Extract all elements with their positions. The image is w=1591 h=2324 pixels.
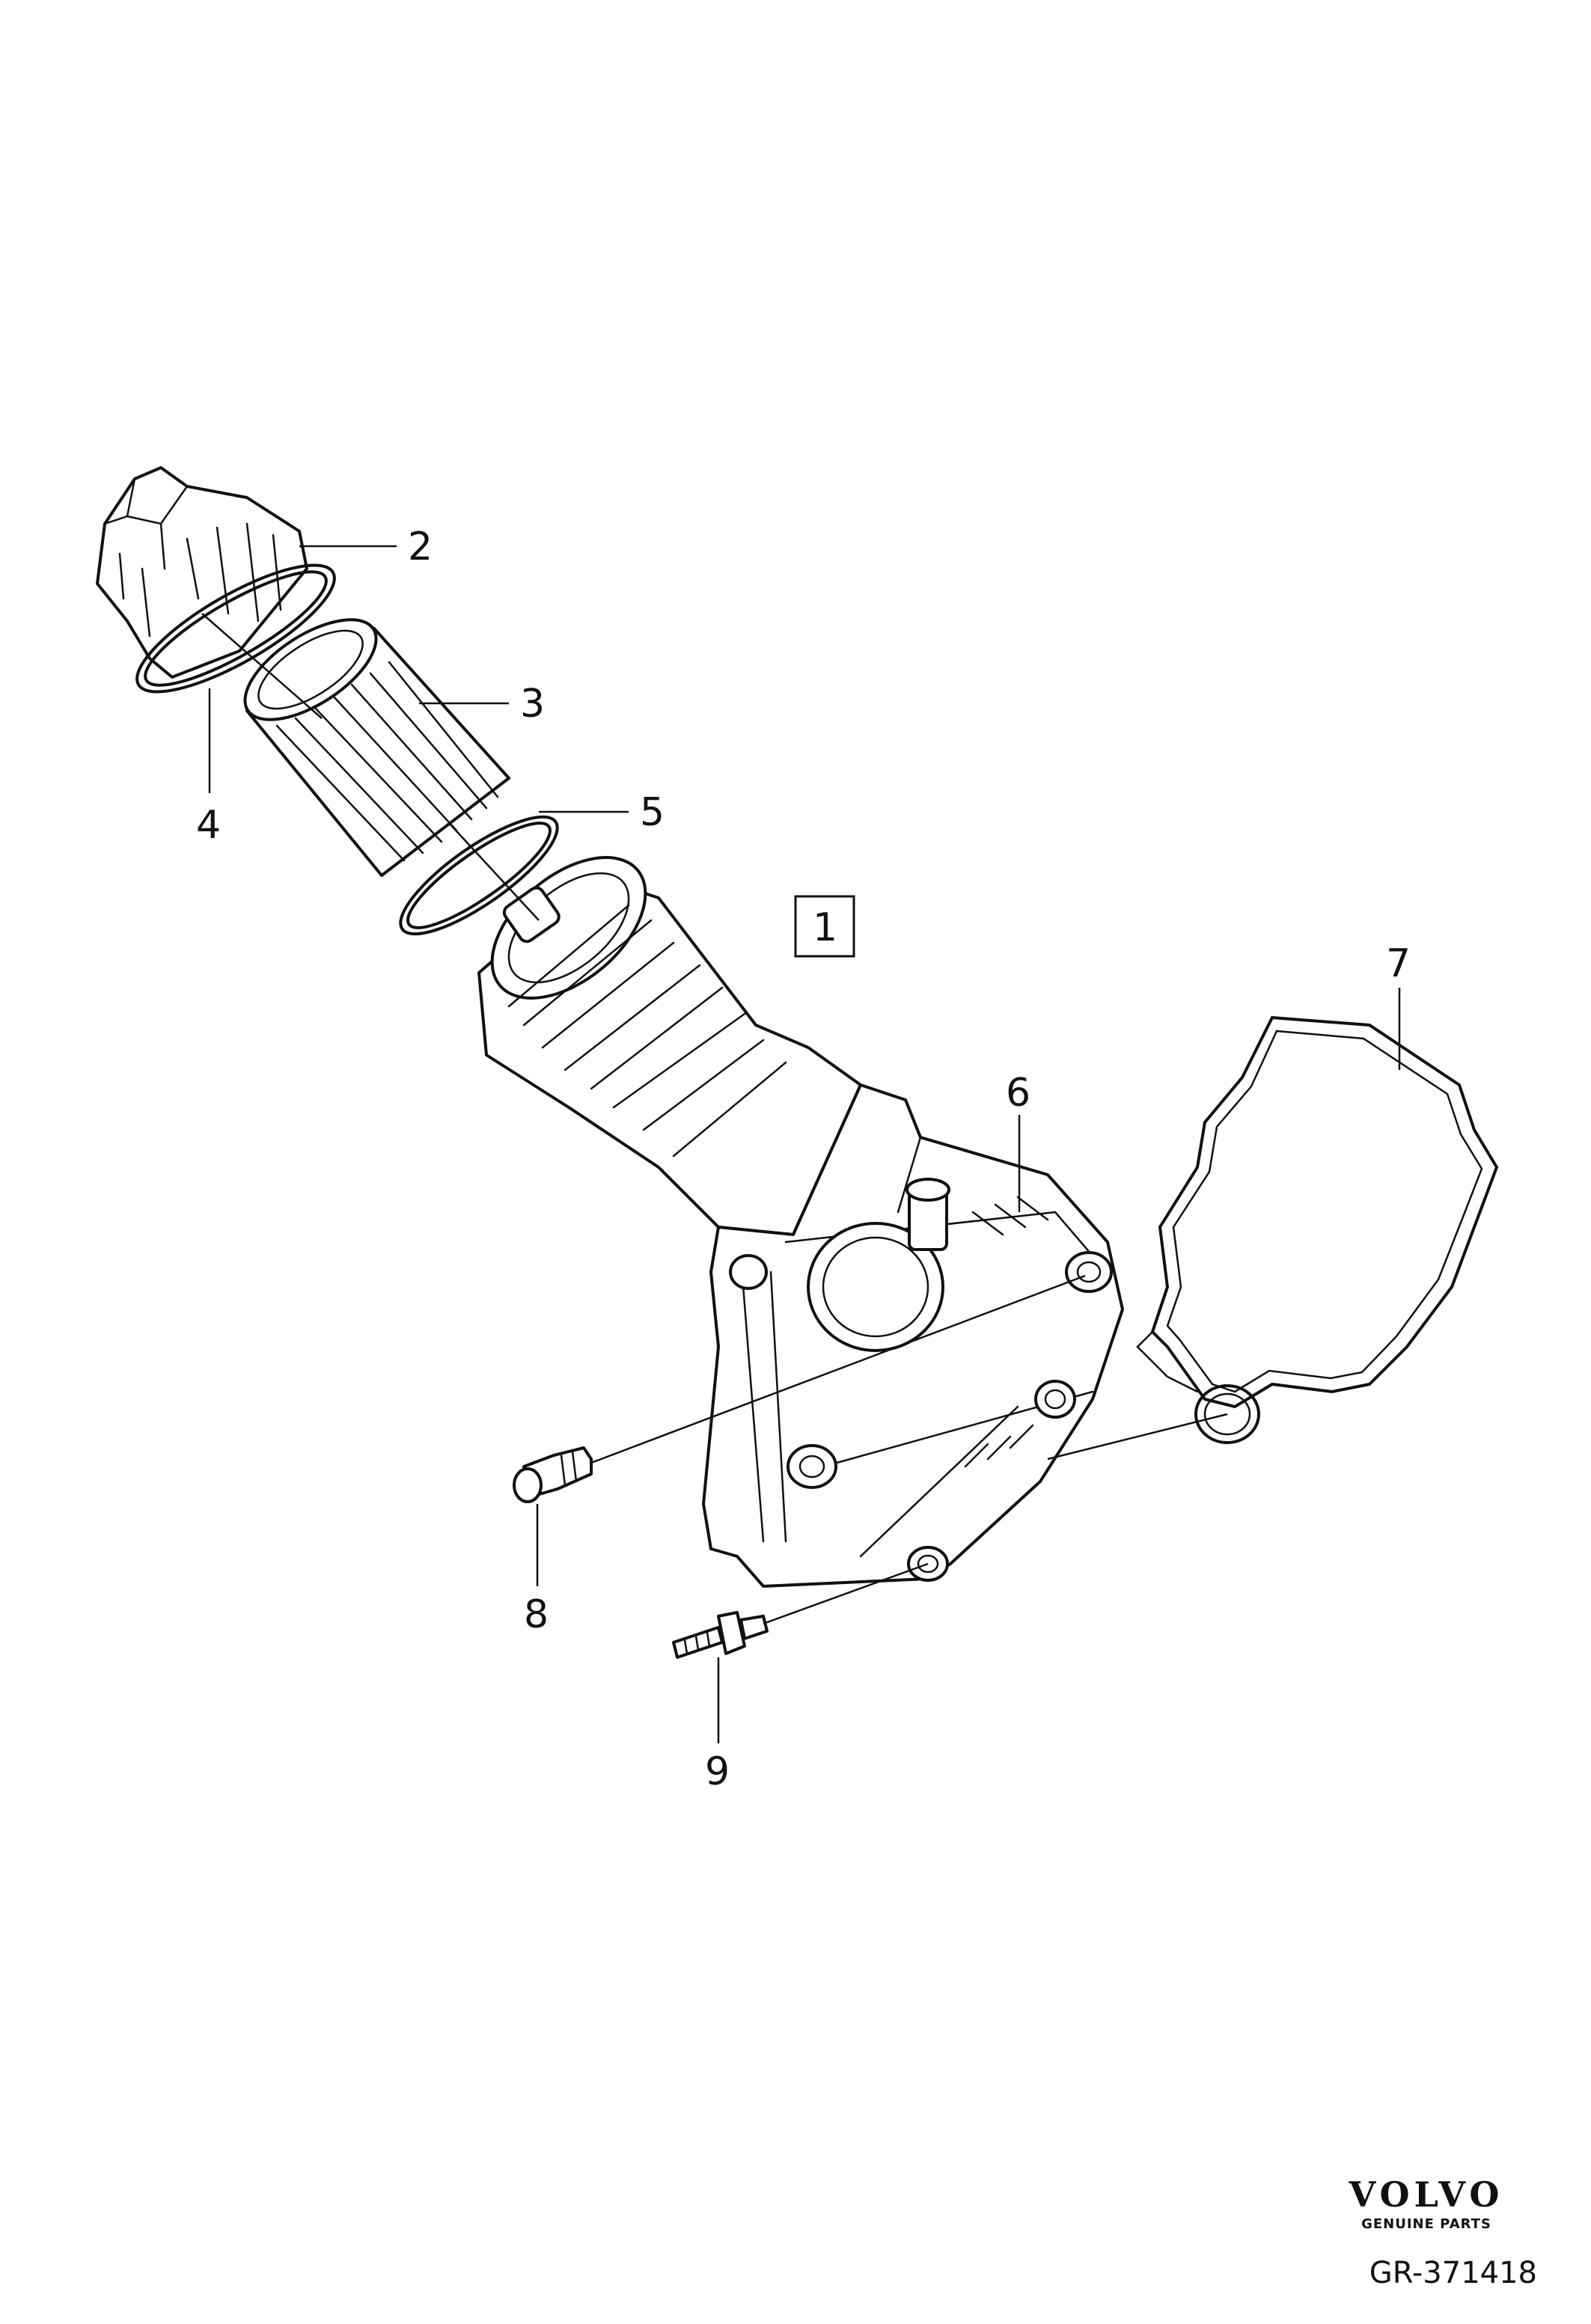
callout-9: 9 [705, 1749, 730, 1794]
stud-bolt [672, 1611, 769, 1659]
filter-cap [96, 466, 308, 679]
callout-7: 7 [1386, 941, 1411, 986]
leader-lines [201, 545, 1401, 1743]
callout-8: 8 [524, 1592, 549, 1637]
axis-line-cap [201, 613, 323, 719]
callout-6: 6 [1006, 1071, 1030, 1116]
filter-element [243, 618, 510, 877]
housing-gasket [1136, 1015, 1499, 1444]
callout-4: 4 [196, 803, 221, 848]
axis-line-filter [448, 822, 540, 921]
callout-2: 2 [408, 525, 433, 569]
axis-line-bolt-8 [590, 1274, 1086, 1464]
axis-line-bolt-9 [763, 1562, 929, 1625]
axis-line-gasket [1047, 1413, 1228, 1461]
small-o-ring [399, 815, 559, 936]
volvo-logo: VOLVO [1349, 2174, 1504, 2215]
brand-block: VOLVO GENUINE PARTS [1329, 2177, 1524, 2232]
callout-5: 5 [640, 790, 665, 835]
flange-bolt [513, 1446, 593, 1503]
diagram-reference-code: GR-371418 [1369, 2256, 1537, 2290]
oil-filter-housing [477, 856, 1124, 1588]
callout-3: 3 [520, 682, 545, 727]
assembly-box: 1 [794, 895, 855, 958]
callout-1: 1 [813, 905, 837, 950]
genuine-parts-tagline: GENUINE PARTS [1361, 2216, 1491, 2232]
